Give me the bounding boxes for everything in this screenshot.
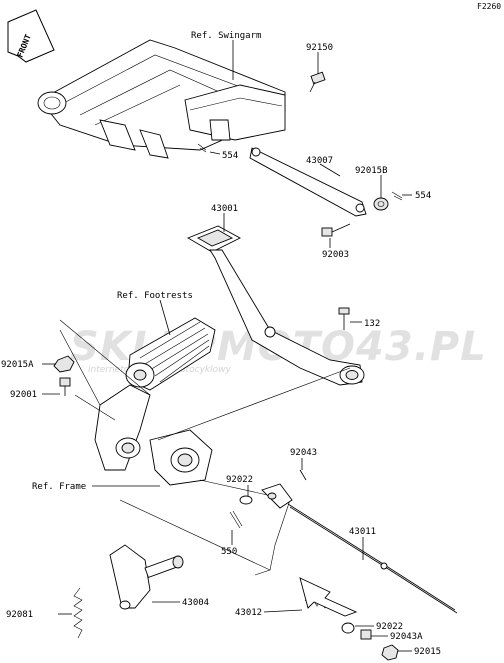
- ref-footrests-label: Ref. Footrests: [117, 291, 193, 301]
- part-43004-label: 43004: [182, 598, 209, 608]
- nut-92015a: [53, 355, 75, 373]
- part-554-upper-label: 554: [222, 151, 238, 161]
- part-92015b-label: 92015B: [355, 166, 388, 176]
- part-550-label: 550: [221, 547, 237, 557]
- nut-92015: [381, 644, 399, 661]
- part-43007-label: 43007: [306, 156, 333, 166]
- front-arrow-icon: FRONT: [7, 9, 55, 63]
- ref-swingarm-label: Ref. Swingarm: [191, 31, 261, 41]
- rod-43007: [249, 147, 367, 217]
- assembly-arrow-icon: [299, 577, 358, 617]
- part-92022-lower-label: 92022: [376, 622, 403, 632]
- cotter-pin-554-right: [391, 191, 403, 201]
- swingarm-reference-drawing: [37, 39, 286, 159]
- cable-43011: [261, 483, 458, 614]
- bolt-92150: [309, 71, 326, 93]
- nut-92015b: [373, 197, 389, 211]
- part-92043a-label: 92043A: [390, 632, 423, 642]
- frame-pivot: [149, 429, 213, 486]
- part-92015a-label: 92015A: [1, 360, 34, 370]
- spring-92081: [73, 587, 83, 639]
- part-92022-upper-label: 92022: [226, 475, 253, 485]
- part-554-right-label: 554: [415, 191, 431, 201]
- ref-frame-label: Ref. Frame: [32, 482, 86, 492]
- part-43012-label: 43012: [235, 608, 262, 618]
- part-92081-label: 92081: [6, 610, 33, 620]
- cotter-pin-550: [229, 510, 243, 529]
- part-92043-label: 92043: [290, 448, 317, 458]
- washer-92022-lower: [341, 622, 355, 634]
- pin-92043: [299, 469, 307, 481]
- leader-lines: [42, 40, 412, 652]
- part-43011-label: 43011: [349, 527, 376, 537]
- reference-lines: [59, 319, 351, 576]
- part-43001-label: 43001: [211, 204, 238, 214]
- part-92150-label: 92150: [306, 43, 333, 53]
- part-92003-label: 92003: [322, 250, 349, 260]
- part-132-label: 132: [364, 319, 380, 329]
- clip-92043a: [360, 629, 372, 640]
- diagram-code: F2260: [477, 2, 501, 11]
- cotter-pin-554-upper: [197, 143, 207, 153]
- part-92001-label: 92001: [10, 390, 37, 400]
- shaft-43004: [109, 544, 184, 610]
- bolt-132: [338, 307, 350, 330]
- brake-pedal-43001: [186, 225, 365, 386]
- bolt-92001: [59, 377, 71, 396]
- bolt-92003: [321, 223, 351, 237]
- washer-92022-upper: [239, 495, 253, 505]
- part-92015-label: 92015: [414, 647, 441, 657]
- footrest-bracket: [94, 384, 151, 471]
